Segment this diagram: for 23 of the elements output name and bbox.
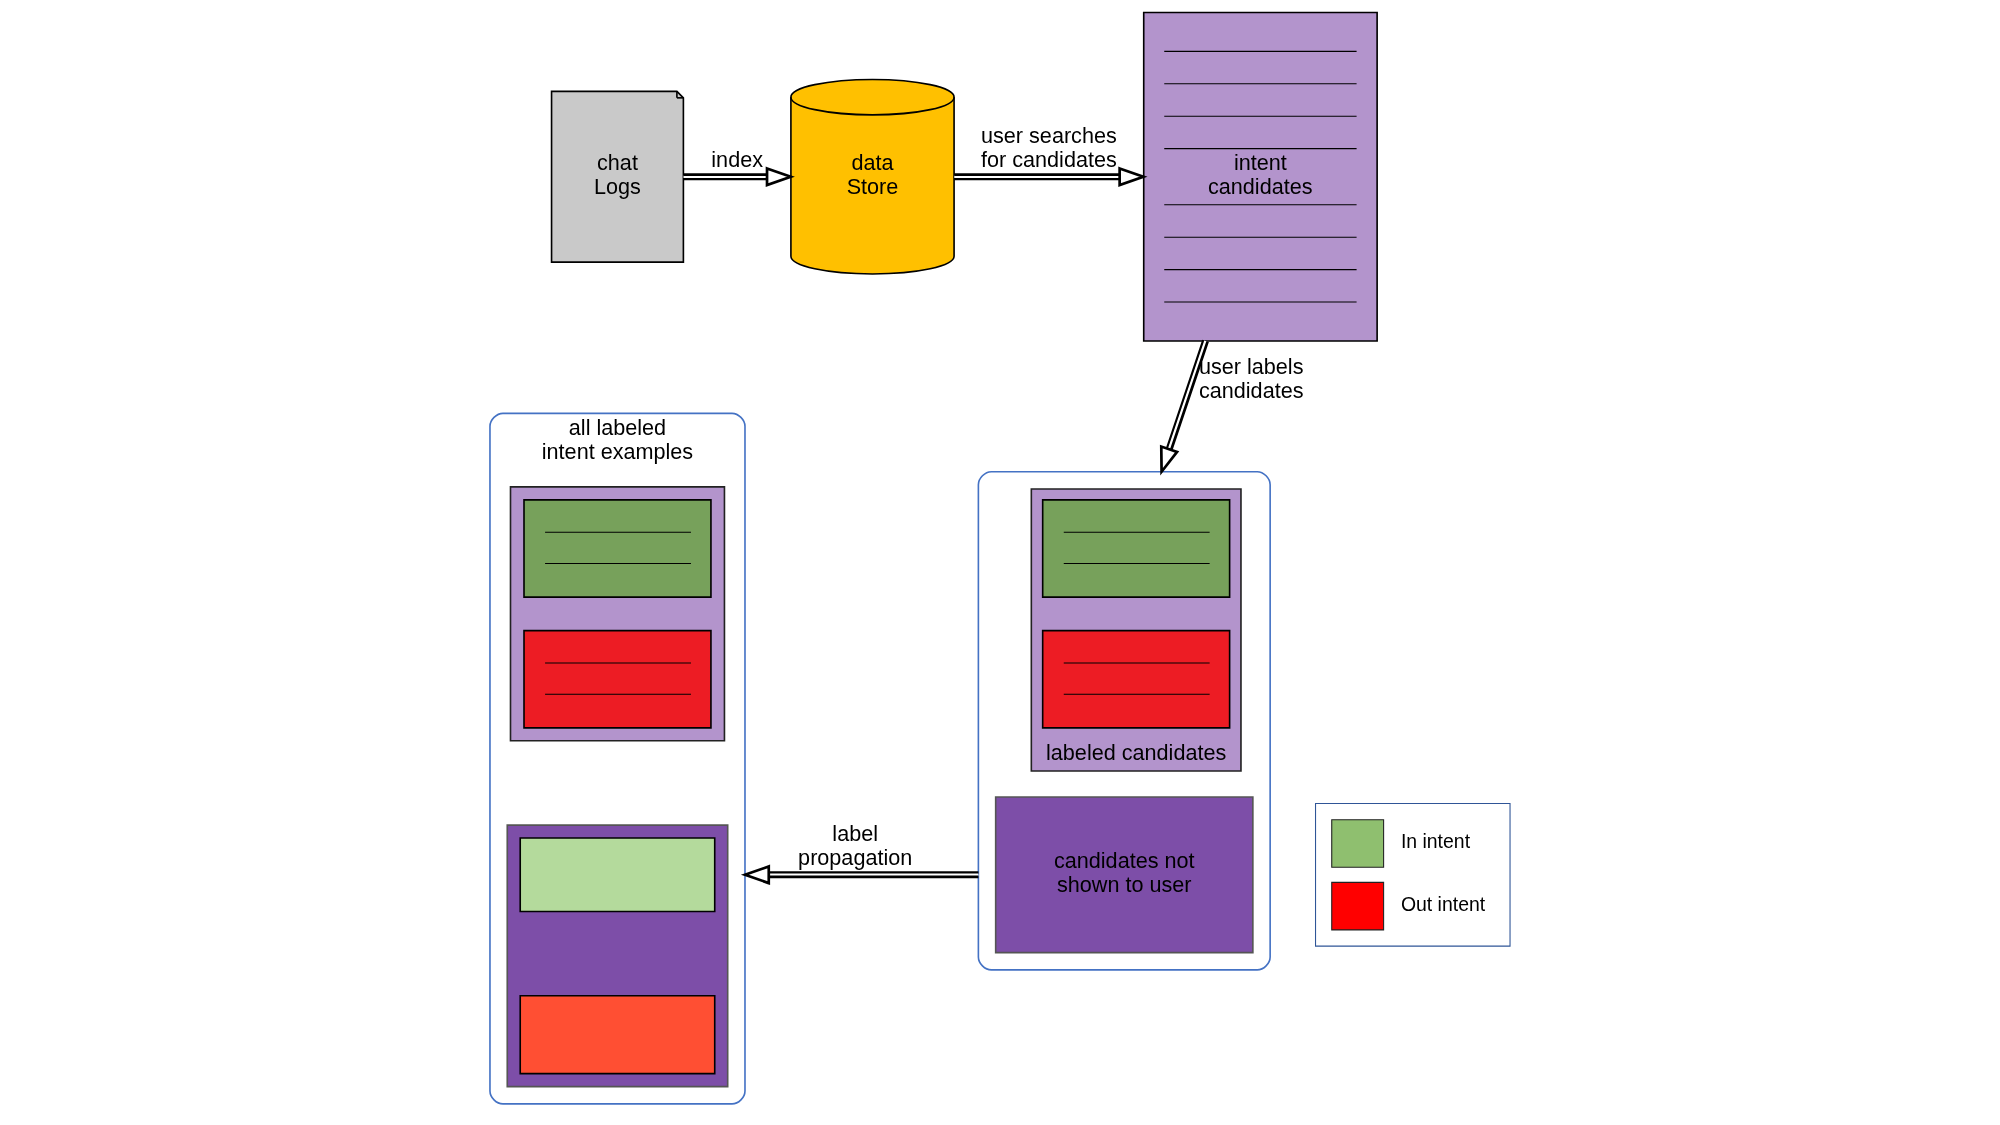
- node-bar: [523, 629, 712, 729]
- node-box: candidates not shown to user: [994, 796, 1254, 954]
- cluster: all labeled intent examples: [489, 412, 746, 1105]
- node-box: [519, 995, 716, 1075]
- arrow: [1159, 339, 1209, 476]
- legend-label: In intent: [1400, 830, 1471, 853]
- node-bar: [523, 499, 712, 598]
- node-bar: [1041, 499, 1231, 598]
- cluster: [506, 824, 729, 1088]
- edge-label: index: [711, 147, 763, 173]
- edge-label: user searches for candidates: [981, 123, 1117, 173]
- node-bar: [1041, 629, 1231, 729]
- arrow: [954, 166, 1148, 187]
- node-box: [519, 837, 716, 913]
- edge-label: label propagation: [798, 821, 913, 871]
- cluster: [509, 486, 726, 742]
- cluster: [977, 470, 1271, 971]
- edge-label: user labels candidates: [1198, 354, 1304, 404]
- arrow: [683, 166, 795, 187]
- cluster: labeled candidates: [1030, 488, 1242, 772]
- arrow: [740, 864, 979, 885]
- node-box: intent candidates: [1142, 11, 1378, 342]
- legend-label: Out intent: [1400, 892, 1486, 915]
